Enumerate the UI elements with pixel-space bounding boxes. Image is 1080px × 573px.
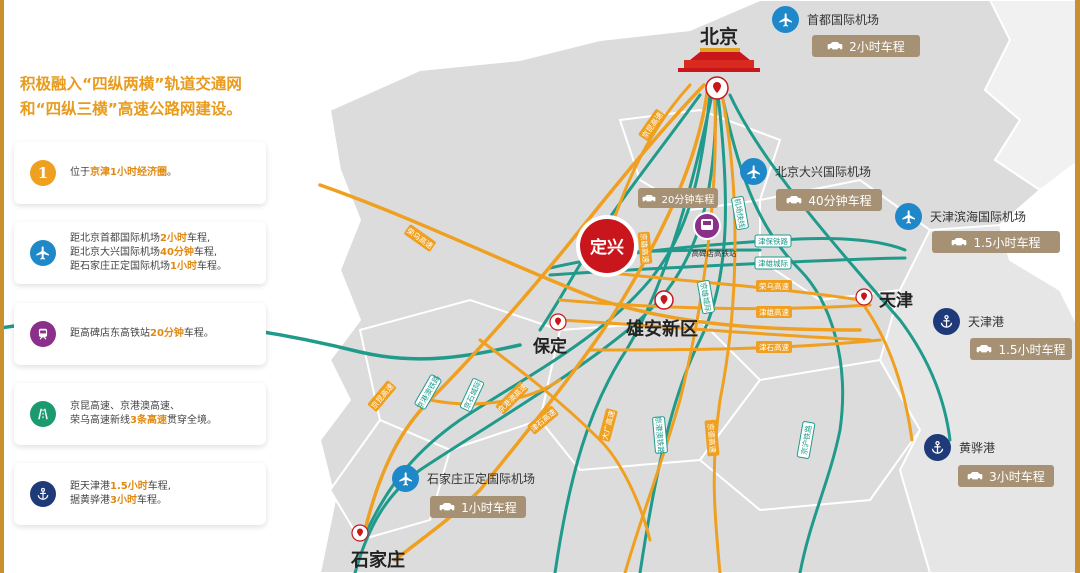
car-icon	[967, 472, 983, 481]
anchor-icon	[924, 434, 951, 461]
hub-daxing-airport: 北京大兴国际机场	[740, 158, 871, 185]
airplane-icon	[740, 158, 767, 185]
card-highlight: 京津1小时经济圈	[90, 167, 167, 178]
headline: 积极融入“四纵两横”轨道交通网 和“四纵三横”高速公路网建设。	[20, 72, 300, 122]
airplane-icon	[772, 6, 799, 33]
anchor-icon	[30, 481, 56, 507]
badge-capital-airport: 2小时车程	[812, 35, 920, 57]
route-label-jinxiong-hwy: 津雄高速	[759, 307, 789, 317]
train-icon	[30, 321, 56, 347]
car-icon	[827, 42, 843, 51]
pin-icon	[555, 317, 561, 326]
dingxing-label: 定兴	[590, 237, 624, 258]
route-label-jingxiong: 京雄高速	[639, 233, 652, 264]
route-label-jinbao: 津保铁路	[758, 236, 788, 246]
card-text: 。	[166, 167, 177, 178]
hub-binhai-airport: 天津滨海国际机场	[895, 203, 1026, 230]
car-icon	[787, 196, 802, 205]
right-accent-strip	[1075, 0, 1080, 573]
anchor-icon	[933, 308, 960, 335]
hub-huanghua-port: 黄骅港	[924, 434, 995, 461]
info-card-station: 距高碑店东高铁站20分钟车程。	[14, 303, 266, 365]
hub-name: 石家庄正定国际机场	[427, 472, 536, 486]
hub-capital-airport: 首都国际机场	[772, 6, 879, 33]
headline-line-2: 和“四纵三横”高速公路网建设。	[20, 100, 242, 118]
car-icon	[977, 345, 992, 354]
hub-name: 首都国际机场	[807, 13, 880, 27]
car-icon	[952, 238, 967, 247]
badge-zhengding-airport: 1小时车程	[430, 496, 526, 518]
city-label-baoding: 保定	[533, 337, 567, 357]
highway-icon	[30, 401, 56, 427]
route-label-rongwu-east: 荣乌高速	[759, 281, 789, 291]
badge-binhai-airport: 1.5小时车程	[932, 231, 1060, 253]
info-card-ports: 距天津港1.5小时车程, 据黄骅港3小时车程。	[14, 463, 266, 525]
pin-icon	[713, 82, 721, 93]
hub-zhengding-airport: 石家庄正定国际机场	[392, 465, 535, 492]
headline-line-1: 积极融入“四纵两横”轨道交通网	[20, 75, 242, 93]
car-icon	[439, 503, 455, 512]
gaobeidian-station-label: 高碑店高铁站	[692, 248, 737, 258]
route-label-jingde: 京德高速	[706, 423, 719, 454]
pin-icon	[660, 295, 668, 305]
hub-name: 天津滨海国际机场	[930, 210, 1027, 224]
airplane-icon	[895, 203, 922, 230]
city-label-tianjin: 天津	[879, 291, 913, 311]
city-label-shijiazhuang: 石家庄	[351, 550, 405, 571]
beijing-landmark-icon	[678, 48, 760, 72]
left-accent-strip	[0, 0, 4, 573]
number-one-icon: 1	[30, 160, 56, 186]
airplane-icon	[392, 465, 419, 492]
car-icon	[642, 194, 656, 203]
badge-daxing-airport: 40分钟车程	[776, 189, 882, 211]
hub-name: 北京大兴国际机场	[775, 165, 872, 179]
card-text: 位于	[70, 167, 90, 178]
pin-icon	[861, 292, 867, 301]
route-label-jinggangao-rail2: 京港澳铁路	[653, 416, 666, 455]
hub-tianjin-port: 天津港	[933, 308, 1004, 335]
location-pins	[351, 76, 873, 542]
hub-name: 黄骅港	[959, 441, 996, 455]
badge-tianjin-port: 1.5小时车程	[970, 338, 1072, 360]
route-label-jinxiong-intercity: 津雄城际	[758, 258, 788, 268]
info-card-airports: 距北京首都国际机场2小时车程, 距北京大兴国际机场40分钟车程, 距石家庄正定国…	[14, 222, 266, 284]
city-label-beijing: 北京	[700, 26, 739, 48]
info-card-economic-circle: 1 位于京津1小时经济圈。	[14, 142, 266, 204]
pin-icon	[357, 528, 363, 537]
badge-gaobeidian-station: 20分钟车程	[638, 188, 718, 208]
info-card-highways: 京昆高速、京港澳高速、 荣乌高速新线3条高速贯穿全境。	[14, 383, 266, 445]
badge-huanghua-port: 3小时车程	[958, 465, 1054, 487]
city-label-xiongan: 雄安新区	[626, 319, 698, 340]
gaobeidian-station-marker: 高碑店高铁站	[692, 212, 737, 258]
highway-lines	[318, 83, 914, 573]
airplane-icon	[30, 240, 56, 266]
dingxing-marker: 定兴	[576, 215, 638, 277]
route-label-jinshi-hwy: 津石高速	[759, 342, 789, 352]
hub-name: 天津港	[968, 315, 1005, 329]
